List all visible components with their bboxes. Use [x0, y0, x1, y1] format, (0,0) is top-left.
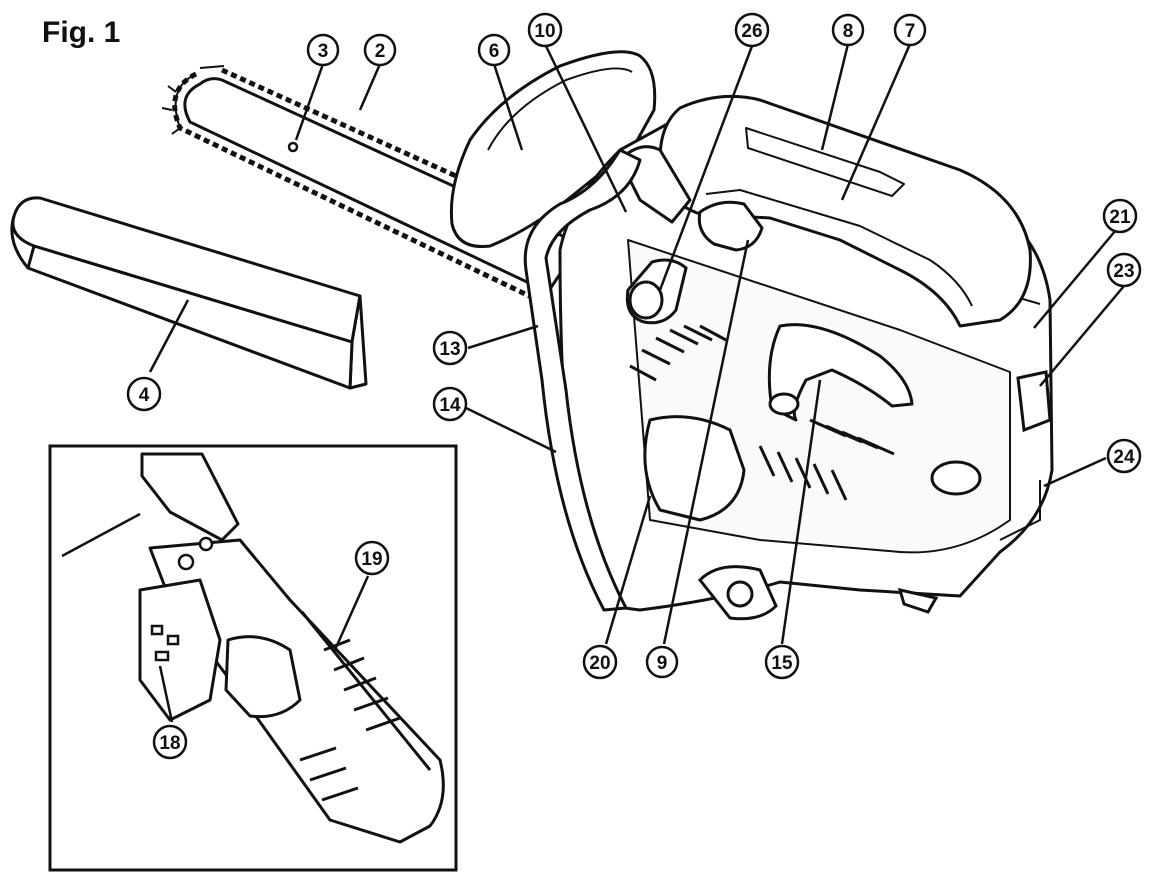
side-switch [930, 370, 1052, 496]
callout-4: 4 [126, 376, 162, 412]
leader-14 [465, 406, 557, 454]
callout-10-label: 10 [534, 21, 555, 42]
leader-lines [148, 43, 1125, 723]
callout-20-label: 20 [589, 653, 610, 674]
callout-26: 26 [734, 12, 770, 48]
leader-6 [492, 63, 524, 151]
starter-handle [767, 323, 914, 422]
callout-10: 10 [527, 12, 563, 48]
callout-6-label: 6 [489, 41, 500, 62]
leader-9 [662, 239, 750, 645]
leader-8 [820, 43, 850, 151]
leader-19 [332, 575, 370, 653]
leader-23 [1039, 285, 1125, 387]
leader-24 [1043, 456, 1107, 488]
callout-19-label: 19 [361, 549, 382, 570]
callout-18: 18 [152, 724, 188, 760]
callout-8: 8 [831, 13, 865, 47]
callout-7-label: 7 [905, 21, 916, 42]
starter-cover-fins [629, 324, 895, 501]
callout-2: 2 [363, 33, 397, 67]
leader-15 [780, 379, 822, 645]
leader-10 [543, 43, 628, 213]
leader-13 [467, 324, 539, 350]
inset-detail [48, 444, 458, 872]
rear-handle [658, 94, 1032, 328]
bottom-bumper [697, 565, 939, 621]
leader-21 [1033, 229, 1117, 329]
callout-21: 21 [1102, 198, 1138, 234]
callout-markers: 3 2 6 10 26 8 [126, 12, 1142, 760]
leader-2 [358, 63, 382, 111]
callout-6: 6 [477, 33, 511, 67]
leader-3 [294, 63, 325, 141]
callout-24-label: 24 [1113, 447, 1135, 468]
callout-14: 14 [432, 386, 468, 422]
callout-20: 20 [582, 644, 618, 680]
front-frame [523, 148, 642, 612]
callout-7: 7 [893, 13, 927, 47]
bar-cover [10, 196, 368, 390]
callout-8-label: 8 [843, 21, 854, 42]
front-hand-guard [449, 50, 657, 249]
leader-20 [604, 495, 652, 645]
callout-23: 23 [1106, 252, 1142, 288]
callout-14-label: 14 [439, 395, 461, 416]
callout-2-label: 2 [375, 41, 386, 62]
callout-15-label: 15 [771, 653, 793, 674]
callout-9: 9 [645, 645, 679, 679]
callout-21-label: 21 [1109, 207, 1131, 228]
leader-7 [840, 43, 912, 201]
callout-3-label: 3 [318, 41, 329, 62]
callout-13-label: 13 [439, 339, 460, 360]
callout-19: 19 [354, 540, 390, 576]
callout-3: 3 [306, 33, 340, 67]
callout-18-label: 18 [159, 733, 180, 754]
callout-4-label: 4 [139, 385, 150, 406]
leader-18 [158, 665, 174, 723]
callout-13: 13 [432, 330, 468, 366]
leader-4 [148, 299, 190, 373]
leader-26 [658, 45, 754, 291]
fuel-tank-window [643, 415, 746, 522]
callout-15: 15 [764, 644, 800, 680]
callout-9-label: 9 [657, 653, 668, 674]
figure-title: Fig. 1 [42, 16, 121, 49]
choke-knob [625, 258, 688, 325]
callout-26-label: 26 [741, 21, 762, 42]
callout-24: 24 [1106, 438, 1142, 474]
callout-23-label: 23 [1113, 261, 1134, 282]
